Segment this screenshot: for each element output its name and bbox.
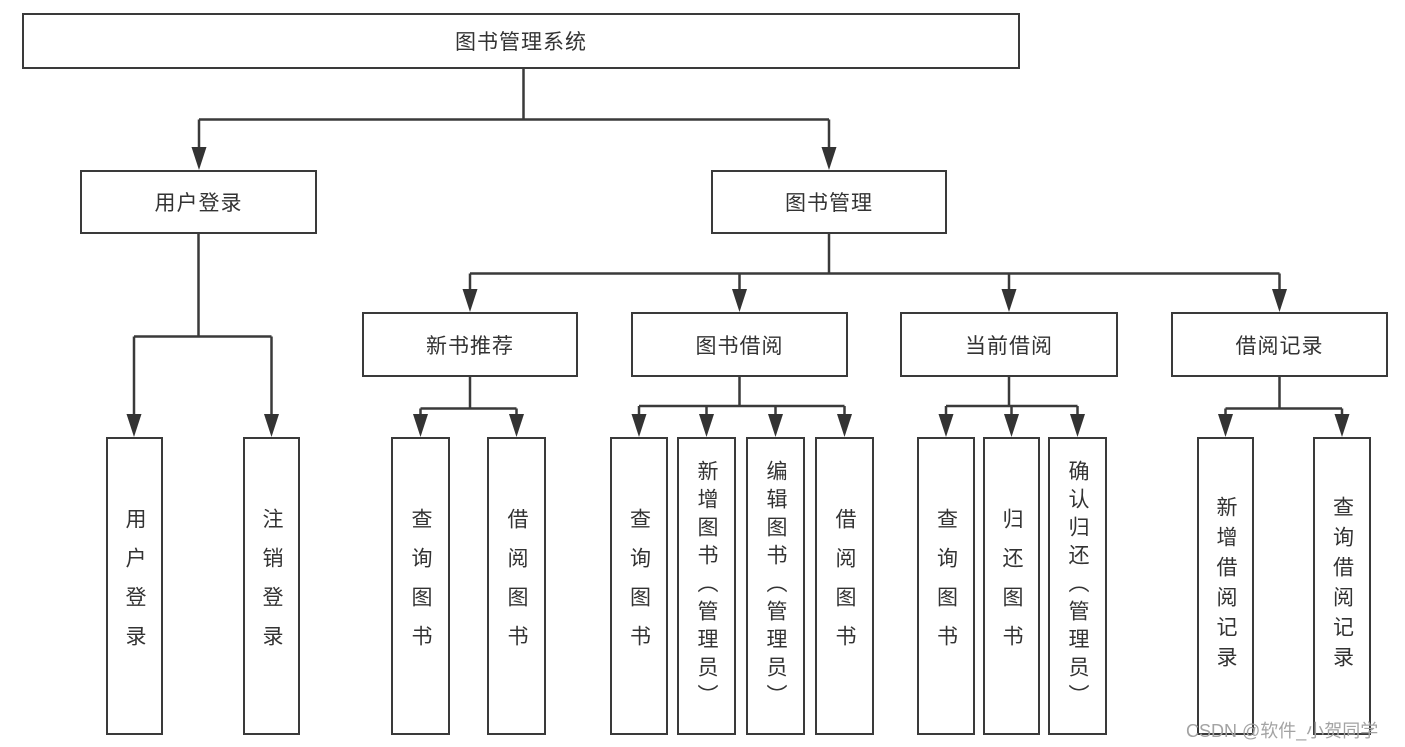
node-root: 图书管理系统 [22, 13, 1020, 69]
node-new-book-recommend: 新书推荐 [362, 312, 578, 377]
node-book-borrowing-label: 图书借阅 [695, 334, 784, 358]
node-current-borrowing: 当前借阅 [900, 312, 1118, 377]
leaf-add-book-admin: 新增图书（管理员） [677, 437, 736, 735]
leaf-query-borrow-record-label: 查询借阅记录 [1330, 496, 1354, 676]
connector-borrow-branch [637, 376, 846, 417]
connector-current-branch [944, 376, 1079, 417]
node-borrowing-records: 借阅记录 [1171, 312, 1388, 377]
leaf-add-book-admin-label: 新增图书（管理员） [695, 460, 718, 712]
node-current-borrowing-label: 当前借阅 [965, 334, 1053, 358]
leaf-borrow-books-label: 借阅图书 [833, 508, 856, 664]
node-user-login-branch: 用户登录 [80, 170, 317, 234]
connector-new-book-branch [419, 376, 518, 417]
node-borrowing-records-label: 借阅记录 [1235, 334, 1324, 358]
connector-records-branch [1224, 376, 1344, 417]
leaf-query-books-recommend: 查询图书 [391, 437, 450, 735]
connector-book-mgmt-branch [468, 233, 1281, 292]
leaf-confirm-return-admin-label: 确认归还（管理员） [1066, 460, 1089, 712]
arrowheads [126, 147, 1350, 437]
leaf-return-books: 归还图书 [983, 437, 1040, 735]
node-new-book-recommend-label: 新书推荐 [426, 334, 514, 358]
node-book-borrowing: 图书借阅 [631, 312, 848, 377]
leaf-query-books-recommend-label: 查询图书 [409, 508, 432, 664]
node-root-label: 图书管理系统 [455, 31, 587, 54]
node-book-management: 图书管理 [711, 170, 947, 234]
leaf-edit-book-admin-label: 编辑图书（管理员） [764, 460, 787, 712]
leaf-borrow-books-recommend-label: 借阅图书 [505, 508, 528, 664]
leaf-query-books-current: 查询图书 [917, 437, 975, 735]
leaf-query-books-borrow: 查询图书 [610, 437, 668, 735]
csdn-watermark: CSDN @软件_小贺同学 [1186, 721, 1379, 741]
leaf-query-borrow-record: 查询借阅记录 [1313, 437, 1371, 735]
node-user-login-branch-label: 用户登录 [154, 192, 243, 215]
leaf-add-borrow-record-label: 新增借阅记录 [1214, 496, 1237, 676]
leaf-user-login: 用户登录 [106, 437, 163, 735]
connector-root-branch [197, 68, 831, 150]
leaf-logout-label: 注销登录 [260, 508, 283, 664]
leaf-return-books-label: 归还图书 [1000, 508, 1023, 664]
leaf-borrow-books: 借阅图书 [815, 437, 874, 735]
leaf-confirm-return-admin: 确认归还（管理员） [1048, 437, 1107, 735]
leaf-logout: 注销登录 [243, 437, 300, 735]
leaf-user-login-label: 用户登录 [123, 508, 146, 664]
leaf-query-books-borrow-label: 查询图书 [627, 508, 651, 664]
leaf-borrow-books-recommend: 借阅图书 [487, 437, 546, 735]
node-book-management-label: 图书管理 [785, 192, 873, 215]
connector-user-login-branch [132, 233, 273, 417]
leaf-query-books-current-label: 查询图书 [934, 508, 958, 664]
leaf-add-borrow-record: 新增借阅记录 [1197, 437, 1254, 735]
leaf-edit-book-admin: 编辑图书（管理员） [746, 437, 805, 735]
